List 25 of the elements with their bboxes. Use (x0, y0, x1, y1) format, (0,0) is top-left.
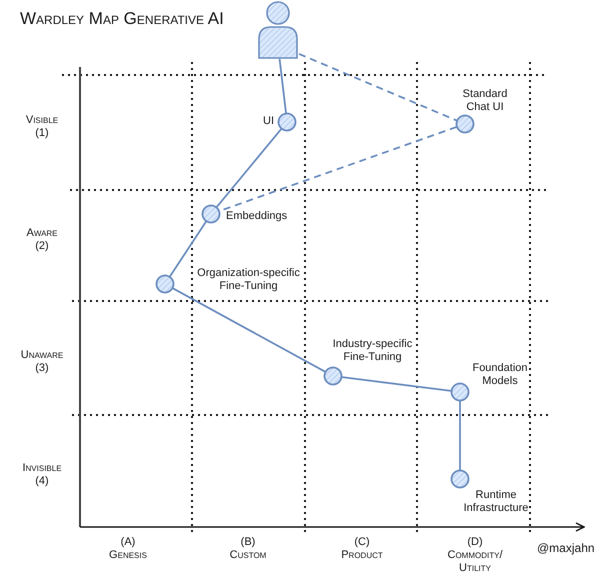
component-label: Runtime Infrastructure (463, 489, 529, 515)
connector-line (459, 401, 461, 470)
component-label: UI (262, 115, 274, 128)
axis-label: Aware (2) (26, 227, 58, 253)
map-title: Wardley Map Generative AI (20, 9, 224, 29)
axis-label: (A) Genesis (109, 536, 147, 562)
component-label: Industry-specific Fine-Tuning (332, 338, 414, 364)
connector-line (172, 288, 326, 372)
connector-line (216, 128, 282, 208)
credit-text: @maxjahn (537, 541, 595, 555)
component-label: Standard Chat UI (462, 88, 508, 114)
person-icon (257, 0, 299, 59)
connector-line (278, 58, 287, 114)
connector-line (342, 376, 452, 392)
component-label: Foundation Models (471, 362, 529, 388)
component-label: Embeddings (226, 210, 288, 223)
axis-label: Invisible (4) (22, 462, 62, 488)
axis-label: Unaware (3) (20, 349, 64, 375)
axis-label: (B) Custom (230, 536, 266, 562)
connector-line (169, 221, 207, 277)
axis-label: (D) Commodity/ Utility (448, 536, 502, 575)
component-label: Organization-specific Fine-Tuning (196, 267, 301, 293)
axis-label: (C) Product (341, 536, 383, 562)
dashed-connector-line (298, 53, 458, 122)
axis-label: Visible (1) (26, 114, 58, 140)
